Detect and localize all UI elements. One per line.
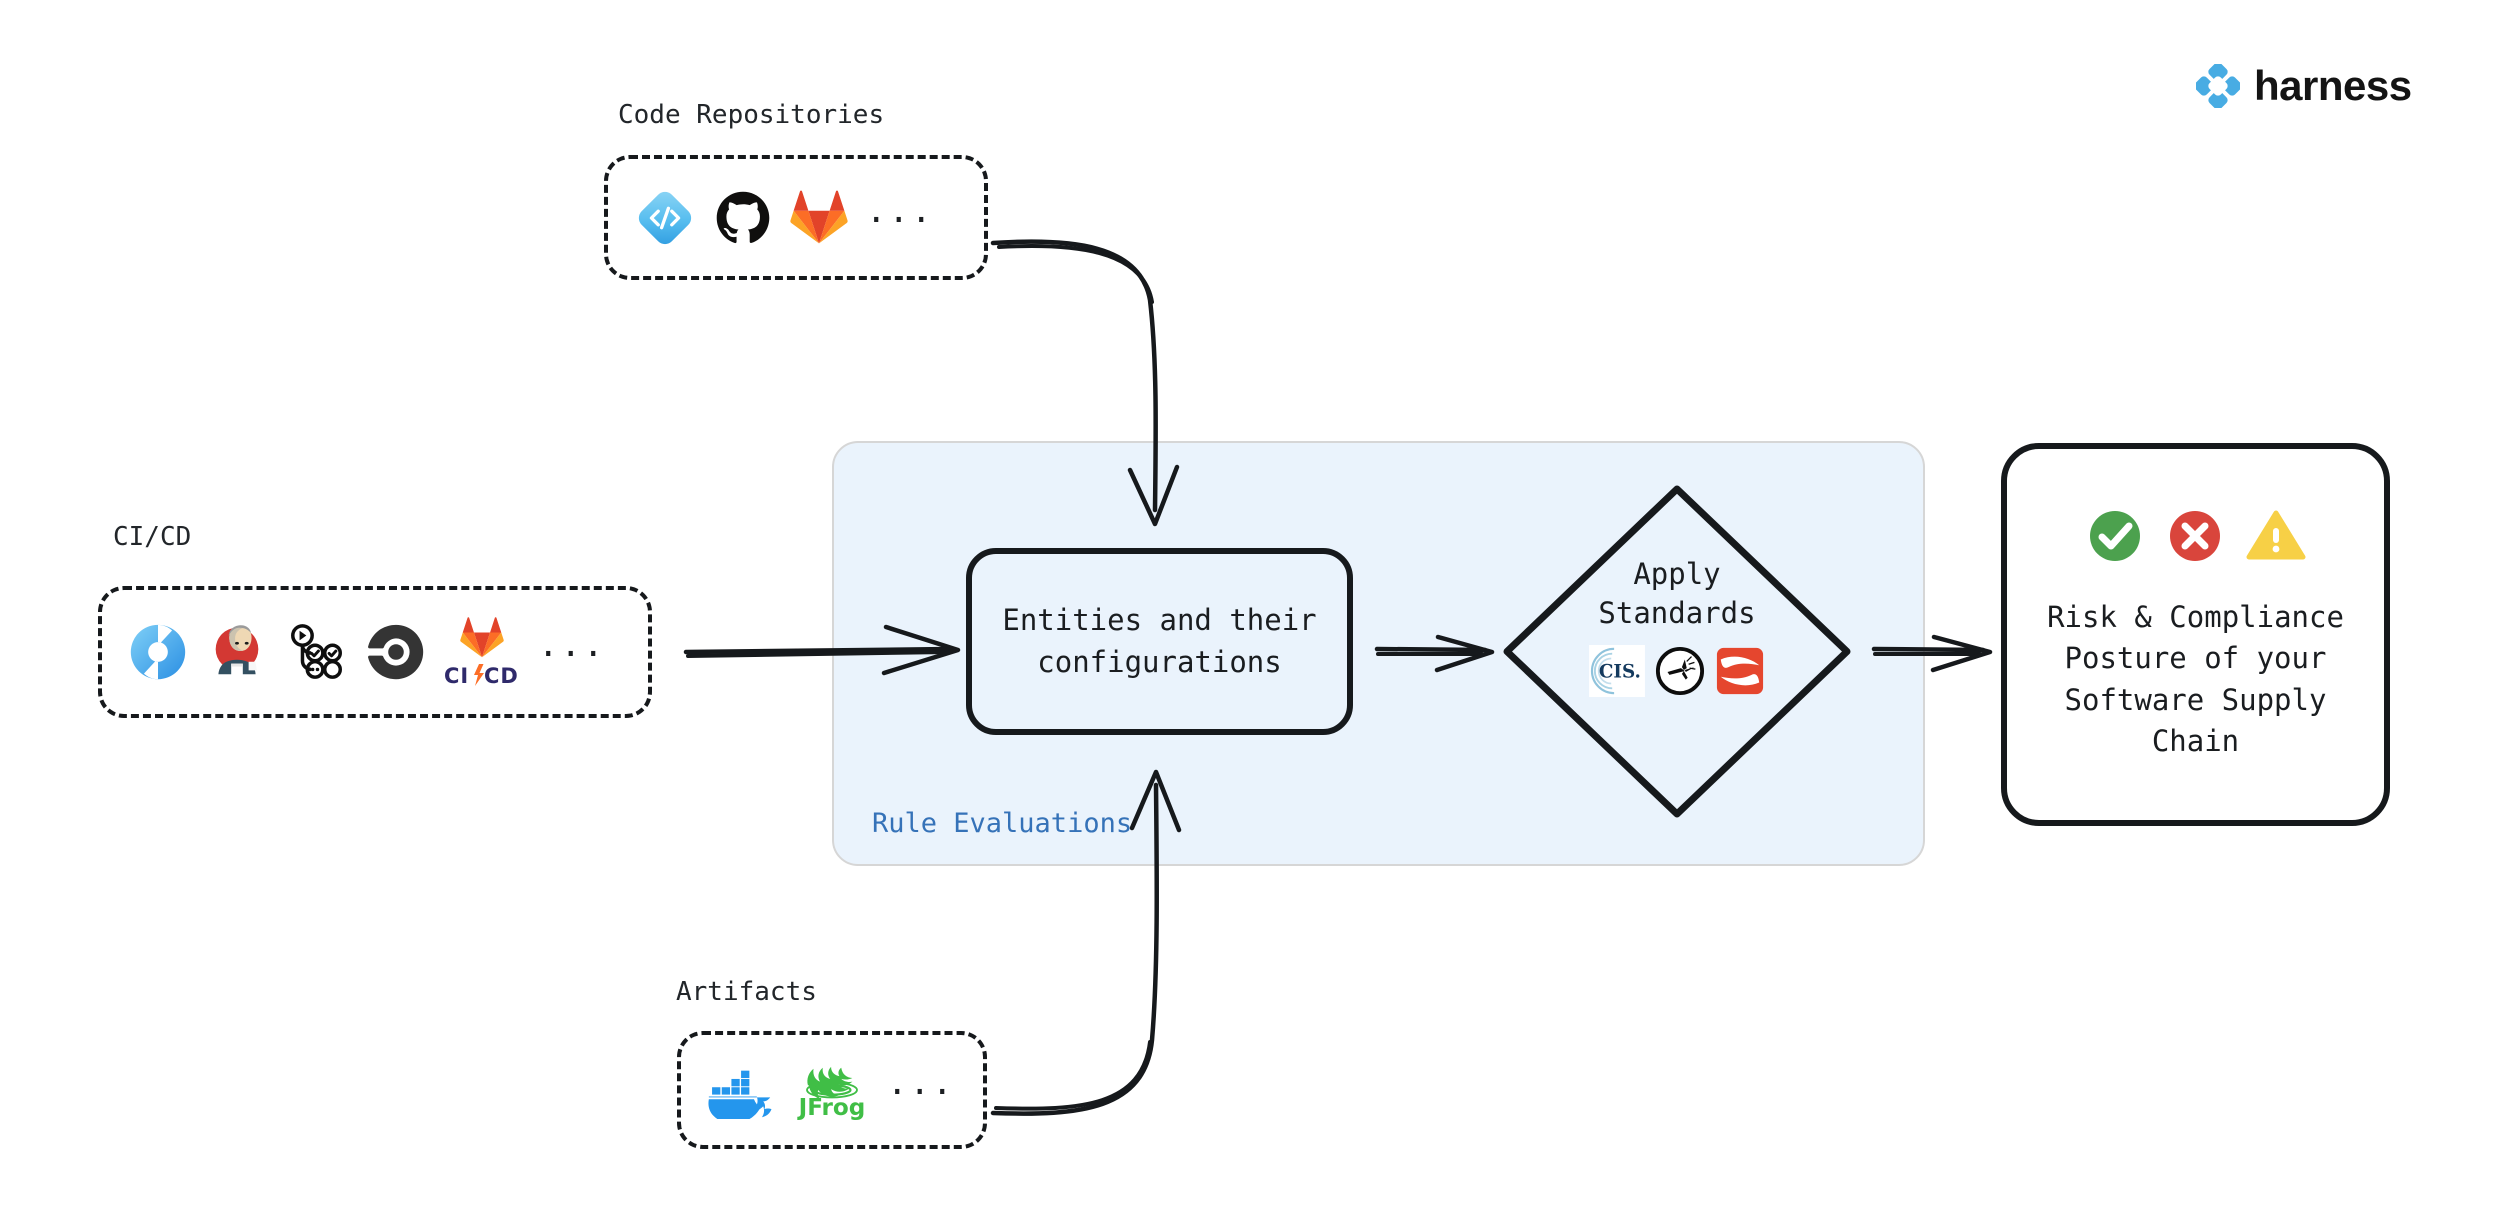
source-group-artifacts[interactable]: JFrog ... (677, 1031, 987, 1149)
entities-box-label: Entities and their configurations (1002, 603, 1317, 679)
svg-text:CIS.: CIS. (1599, 661, 1641, 682)
group-label-code-repositories: Code Repositories (618, 100, 885, 130)
warning-triangle-icon (2246, 510, 2305, 560)
entities-and-configurations-box[interactable]: Entities and their configurations (966, 548, 1353, 735)
cis-icon: CIS. (1589, 644, 1645, 697)
gitlab-cicd-text: CI CD (444, 664, 519, 688)
harness-diamond-icon (2196, 64, 2240, 108)
source-group-code-repositories[interactable]: ... (604, 155, 988, 280)
apply-standards-label: Apply Standards (1598, 557, 1756, 630)
risk-compliance-outcome-box[interactable]: Risk & Compliance Posture of your Softwa… (2001, 443, 2390, 826)
svg-text:JFrog: JFrog (797, 1095, 866, 1121)
more-indicator: ... (538, 625, 606, 665)
cross-circle-icon (2169, 511, 2220, 562)
harness-logo: harness (2196, 62, 2412, 110)
group-label-cicd: CI/CD (113, 522, 192, 552)
apply-standards-diamond[interactable]: Apply Standards CIS. (1501, 483, 1853, 820)
rule-evaluations-label: Rule Evaluations (872, 808, 1133, 839)
gitlab-cicd-icon: CI CD (444, 616, 520, 688)
jenkins-icon (215, 625, 259, 680)
drone-ci-icon (130, 624, 186, 680)
circleci-icon (368, 624, 424, 680)
harness-code-icon (638, 191, 692, 244)
slsa-icon (1716, 647, 1764, 694)
github-actions-icon (291, 624, 342, 679)
outcome-label: Risk & Compliance Posture of your Softwa… (2047, 600, 2344, 758)
group-label-artifacts: Artifacts (676, 977, 817, 1007)
jfrog-icon: JFrog (797, 1066, 866, 1121)
github-icon (716, 191, 770, 243)
docker-icon (708, 1070, 772, 1119)
gitlab-icon (790, 190, 848, 243)
more-indicator: ... (887, 1063, 955, 1103)
svg-text:CI: CI (444, 664, 469, 688)
source-group-cicd[interactable]: CI CD ... (98, 586, 652, 718)
more-indicator: ... (866, 190, 934, 231)
brand-name: harness (2254, 62, 2412, 109)
owasp-icon (1655, 646, 1705, 695)
status-icon-row (2086, 507, 2306, 565)
gitlab-fox-icon (460, 617, 504, 658)
check-circle-icon (2089, 511, 2140, 562)
svg-text:CD: CD (484, 664, 519, 688)
